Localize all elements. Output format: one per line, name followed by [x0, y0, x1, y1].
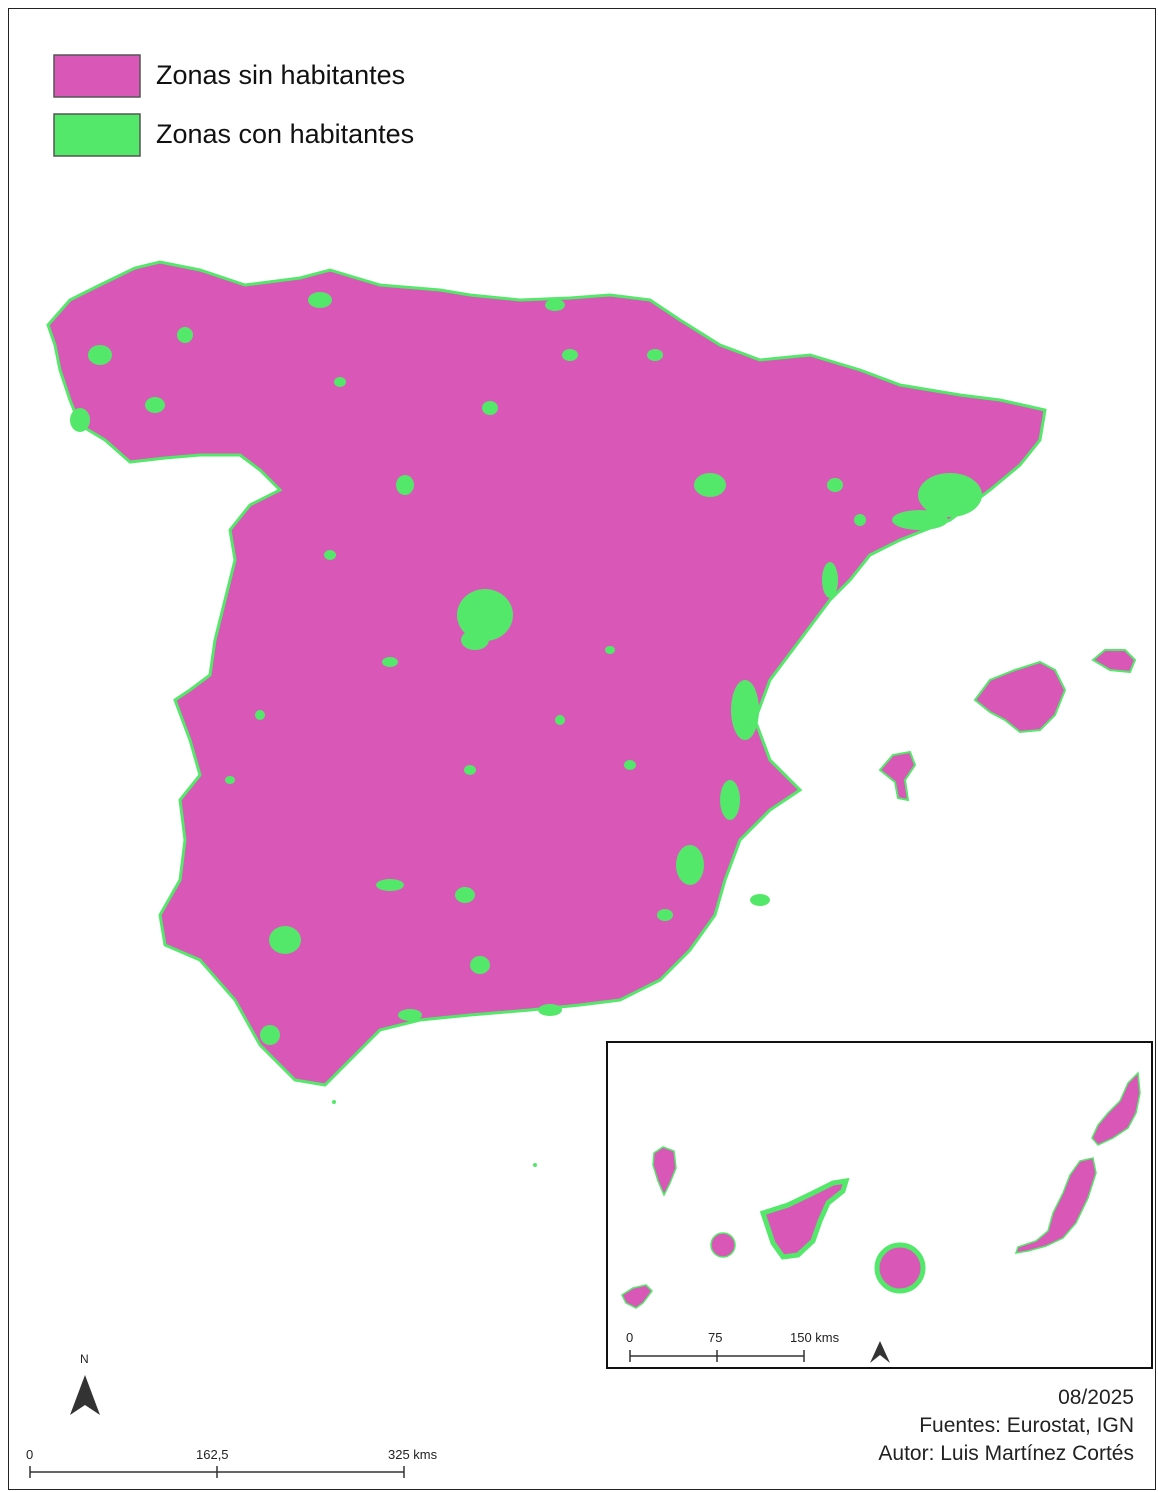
inset-scale-tick-0: 0: [626, 1330, 634, 1345]
inset-canvas: [621, 1071, 1141, 1363]
north-arrow-icon: [70, 1375, 100, 1415]
canary-islands-inset: 0 75 150 kms: [606, 1041, 1153, 1369]
island-menorca: [1091, 649, 1137, 674]
north-label: N: [80, 1352, 89, 1366]
island-lanzarote: [1091, 1071, 1141, 1146]
scale-tick-0: 0: [26, 1447, 34, 1462]
legend-label-uninhabited: Zonas sin habitantes: [156, 60, 406, 90]
map-credits: 08/2025 Fuentes: Eurostat, IGN Autor: Lu…: [878, 1384, 1134, 1468]
inset-scale-tick-mid: 75: [708, 1330, 723, 1345]
scale-bar-inset: [629, 1350, 805, 1362]
credits-author: Autor: Luis Martínez Cortés: [878, 1442, 1134, 1465]
inhabited-areas-mainland: [70, 292, 982, 1045]
island-mallorca: [973, 660, 1067, 734]
legend-label-inhabited: Zonas con habitantes: [156, 119, 415, 149]
island-el-hierro: [621, 1284, 653, 1309]
island-gran-canaria: [874, 1242, 926, 1294]
island-fuerteventura: [1014, 1157, 1097, 1254]
island-tenerife: [759, 1177, 850, 1260]
legend-swatch-uninhabited: [53, 54, 141, 98]
scale-tick-mid: 162,5: [196, 1447, 229, 1462]
credits-date: 08/2025: [1058, 1386, 1134, 1409]
credits-sources: Fuentes: Eurostat, IGN: [919, 1414, 1134, 1437]
scale-bar-main: [29, 1466, 405, 1478]
island-ibiza: [878, 750, 917, 802]
inset-scale-tick-end: 150 kms: [790, 1330, 840, 1345]
island-la-gomera: [710, 1232, 736, 1258]
scale-tick-end: 325 kms: [388, 1447, 438, 1462]
spain-mainland: [46, 260, 1047, 1087]
inset-north-arrow-icon: [870, 1341, 890, 1363]
island-small-dot: [533, 1163, 537, 1167]
island-alboran-dot: [332, 1100, 336, 1104]
legend-swatch-inhabited: [53, 113, 141, 157]
island-la-palma: [652, 1146, 677, 1197]
